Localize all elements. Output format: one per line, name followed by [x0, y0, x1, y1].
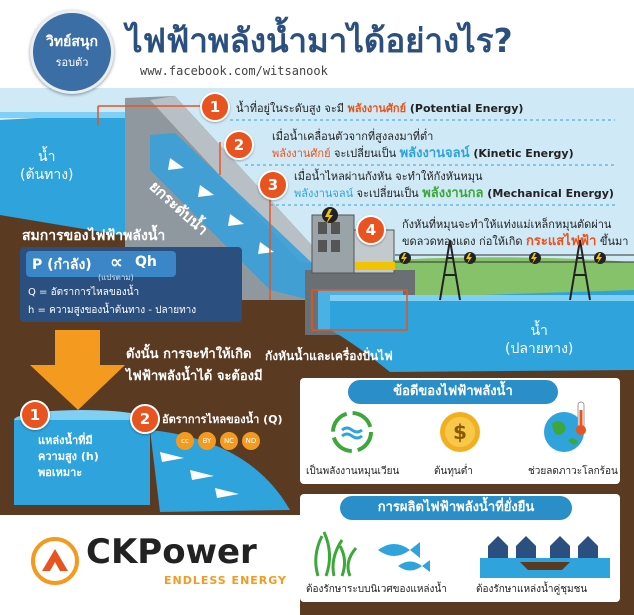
recycle-water-icon — [331, 411, 373, 453]
equation-box: P (กำลัง) ∝ Qh (แปรตาม) Q = อัตราการไหลข… — [20, 247, 242, 322]
turbine-label: กังหันน้ำและเครื่องปั่นไฟ — [265, 349, 393, 363]
advantages-card: ข้อดีของไฟฟ้าพลังน้ำ เป็นพลังงานหมุนเวีย… — [300, 378, 620, 484]
logo-line2: รอบตัว — [55, 56, 89, 69]
equation-title: สมการของไฟฟ้าพลังน้ำ — [22, 228, 166, 244]
village-boat-icon — [480, 536, 610, 578]
logo-badge: วิทย์สนุก รอบตัว — [30, 10, 114, 94]
advantages-title: ข้อดีของไฟฟ้าพลังน้ำ — [348, 380, 558, 404]
step-4-badge: 4 — [356, 215, 386, 245]
advantage-label-1: เป็นพลังงานหมุนเวียน — [306, 466, 400, 477]
advantage-label-2: ต้นทุนต่ำ — [434, 466, 473, 477]
sustainable-card: การผลิตไฟฟ้าพลังน้ำที่ยั่งยืน ต้องรักษาร… — [300, 494, 620, 602]
equation-prop: ∝ — [110, 252, 123, 273]
brand-tagline: ENDLESS ENERGY — [164, 574, 288, 587]
advantage-label-3: ช่วยลดภาวะโลกร้อน — [528, 466, 618, 477]
sustainable-label-2: ต้องรักษาแหล่งน้ำคู่ชุมชน — [476, 584, 588, 595]
brand-block: CKPower ENDLESS ENERGY — [14, 530, 288, 596]
globe-thermometer-icon — [544, 401, 586, 452]
seaweed-fish-icon — [314, 531, 430, 577]
step-1-text: น้ำที่อยู่ในระดับสูง จะมี พลังงานศักย์ (… — [236, 102, 524, 115]
step-4-text: กังหันที่หมุนจะทำให้แท่งแม่เหล็กหมุนตัดผ… — [402, 218, 629, 249]
equation-q-def: Q = อัตราการไหลของน้ำ — [28, 287, 140, 298]
svg-text:$: $ — [453, 420, 467, 444]
equation-note: (แปรตาม) — [98, 273, 134, 282]
by-icon: BY — [198, 432, 216, 450]
ckpower-logo-icon — [31, 537, 79, 585]
page-title: ไฟฟ้าพลังน้ำมาได้อย่างไร? — [126, 21, 513, 60]
facebook-url: www.facebook.com/witsanook — [140, 64, 328, 78]
dollar-coin-icon: $ — [440, 412, 480, 452]
equation-h-def: h = ความสูงของน้ำต้นทาง - ปลายทาง — [28, 305, 197, 316]
equation-p: P (กำลัง) — [32, 257, 92, 273]
step-2-badge: 2 — [224, 130, 254, 160]
conclusion-text: ดังนั้น การจะทำให้เกิด ไฟฟ้าพลังน้ำได้ จ… — [126, 347, 263, 384]
step-3-text: เมื่อน้ำไหลผ่านกังหัน จะทำให้กังหันหมุน … — [294, 170, 614, 201]
requirement-1-badge: 1 — [20, 400, 50, 430]
nc-icon: NC — [220, 432, 238, 450]
brand-name: CKPower — [86, 532, 257, 572]
equation-qh: Qh — [135, 254, 157, 270]
downstream-label: น้ำ (ปลายทาง) — [505, 323, 574, 357]
requirement-2-text: อัตราการไหลของน้ำ (Q) — [162, 413, 283, 426]
step-3-badge: 3 — [258, 170, 288, 200]
requirement-2-badge: 2 — [130, 404, 160, 434]
step-1-badge: 1 — [200, 92, 230, 122]
upstream-label: น้ำ (ต้นทาง) — [20, 149, 74, 183]
equation-formula — [26, 251, 176, 277]
cc-icon: cc — [176, 432, 194, 450]
sustainable-title: การผลิตไฟฟ้าพลังน้ำที่ยั่งยืน — [340, 496, 572, 520]
nd-icon: ND — [242, 432, 260, 450]
sustainable-label-1: ต้องรักษาระบบนิเวศของแหล่งน้ำ — [306, 584, 447, 595]
logo-line1: วิทย์สนุก — [46, 34, 98, 50]
step-2-text: เมื่อน้ำเคลื่อนตัวจากที่สูงลงมาที่ต่ำ พล… — [272, 130, 574, 161]
requirement-1-text: แหล่งน้ำที่มี ความสูง (h) พอเหมาะ — [38, 434, 99, 479]
